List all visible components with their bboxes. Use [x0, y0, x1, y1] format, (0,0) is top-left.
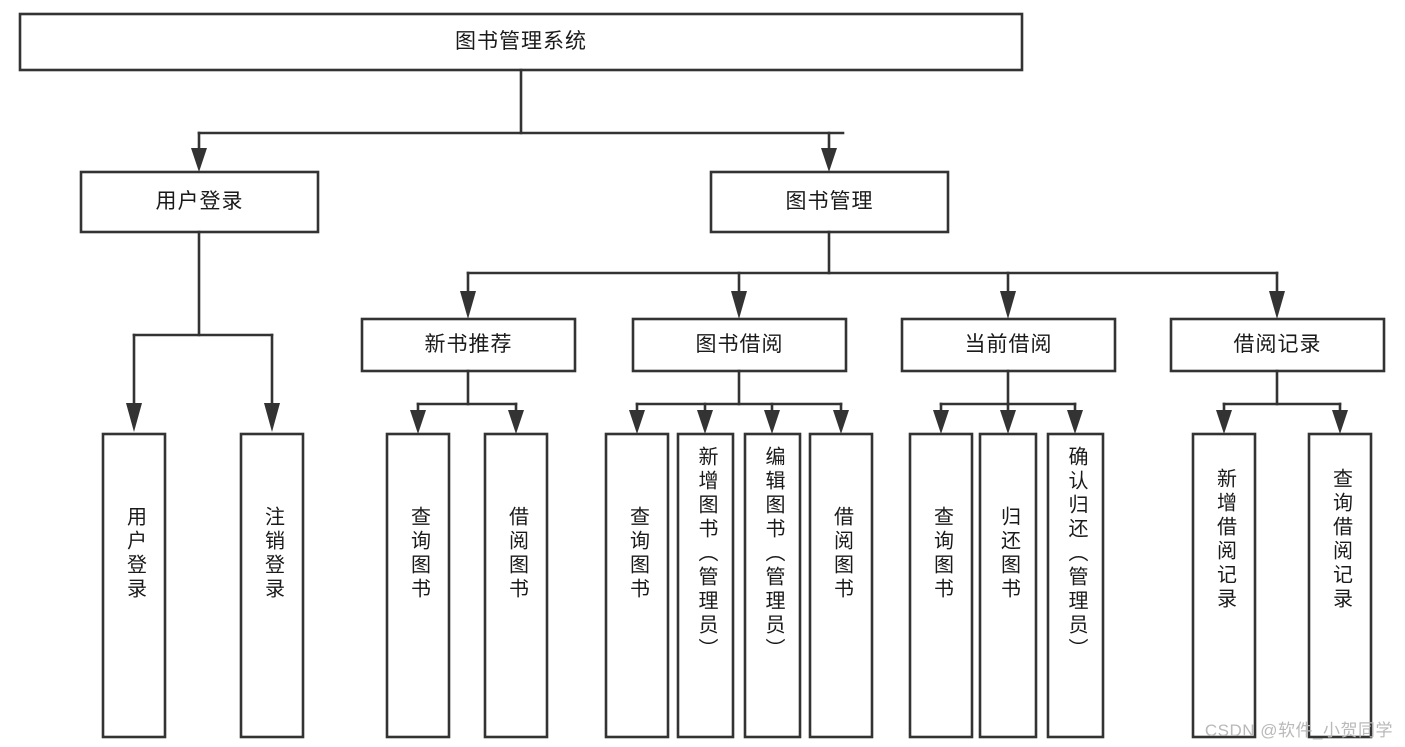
node-box-leaf-query-book-2[interactable]: [604, 432, 670, 739]
arrow-head-leaf-return-book: [1000, 410, 1016, 434]
node-box-leaf-edit-book[interactable]: [743, 432, 802, 739]
node-box-leaf-borrow-book-1[interactable]: [483, 432, 549, 739]
connector-borrow-record-to-leaves: [1216, 369, 1348, 434]
node-box-book-manage[interactable]: [709, 170, 950, 234]
node-box-current-borrow[interactable]: [900, 317, 1117, 373]
node-box-book-borrow[interactable]: [631, 317, 848, 373]
arrow-head-leaf-query-book-2: [629, 410, 645, 434]
node-box-user-login[interactable]: [79, 170, 320, 234]
arrow-head-leaf-query-book-3: [933, 410, 949, 434]
arrow-head-current-borrow: [1000, 291, 1016, 319]
node-box-new-book-rec[interactable]: [360, 317, 577, 373]
connector-user-login-to-leaves: [126, 230, 280, 432]
connector-book-manage-to-level3: [460, 230, 1285, 319]
node-box-borrow-record[interactable]: [1169, 317, 1386, 373]
arrow-head-book-borrow: [731, 291, 747, 319]
arrow-head-leaf-add-record: [1216, 410, 1232, 434]
node-box-leaf-return-book[interactable]: [978, 432, 1038, 739]
connector-current-borrow-to-leaves: [933, 369, 1083, 434]
arrow-head-book-manage: [821, 148, 837, 172]
node-box-leaf-user-login[interactable]: [101, 432, 167, 739]
node-box-leaf-add-record[interactable]: [1191, 432, 1257, 739]
node-box-leaf-add-book[interactable]: [676, 432, 735, 739]
arrow-head-leaf-user-login: [126, 403, 142, 432]
arrow-head-leaf-borrow-book-2: [833, 410, 849, 434]
node-box-leaf-query-book-1[interactable]: [385, 432, 451, 739]
node-box-leaf-borrow-book-2[interactable]: [808, 432, 874, 739]
arrow-head-leaf-query-book-1: [410, 410, 426, 434]
arrow-head-leaf-query-record: [1332, 410, 1348, 434]
node-box-leaf-confirm-return[interactable]: [1046, 432, 1105, 739]
node-box-leaf-query-record[interactable]: [1307, 432, 1373, 739]
connector-book-borrow-to-leaves: [629, 369, 849, 434]
node-box-leaf-logout[interactable]: [239, 432, 305, 739]
arrow-head-leaf-add-book: [697, 410, 713, 434]
arrow-head-new-book-rec: [460, 291, 476, 319]
arrow-head-leaf-edit-book: [764, 410, 780, 434]
connector-root-to-level2: [191, 68, 845, 172]
arrow-head-user-login: [191, 148, 207, 172]
node-box-leaf-query-book-3[interactable]: [908, 432, 974, 739]
csdn-watermark: CSDN @软件_小贺同学: [1204, 721, 1393, 740]
arrow-head-borrow-record: [1269, 291, 1285, 319]
arrow-head-leaf-borrow-book-1: [508, 410, 524, 434]
connector-new-book-rec-to-leaves: [410, 369, 524, 434]
arrow-head-leaf-confirm-return: [1067, 410, 1083, 434]
arrow-head-leaf-logout: [264, 403, 280, 432]
node-box-root[interactable]: [18, 12, 1024, 72]
